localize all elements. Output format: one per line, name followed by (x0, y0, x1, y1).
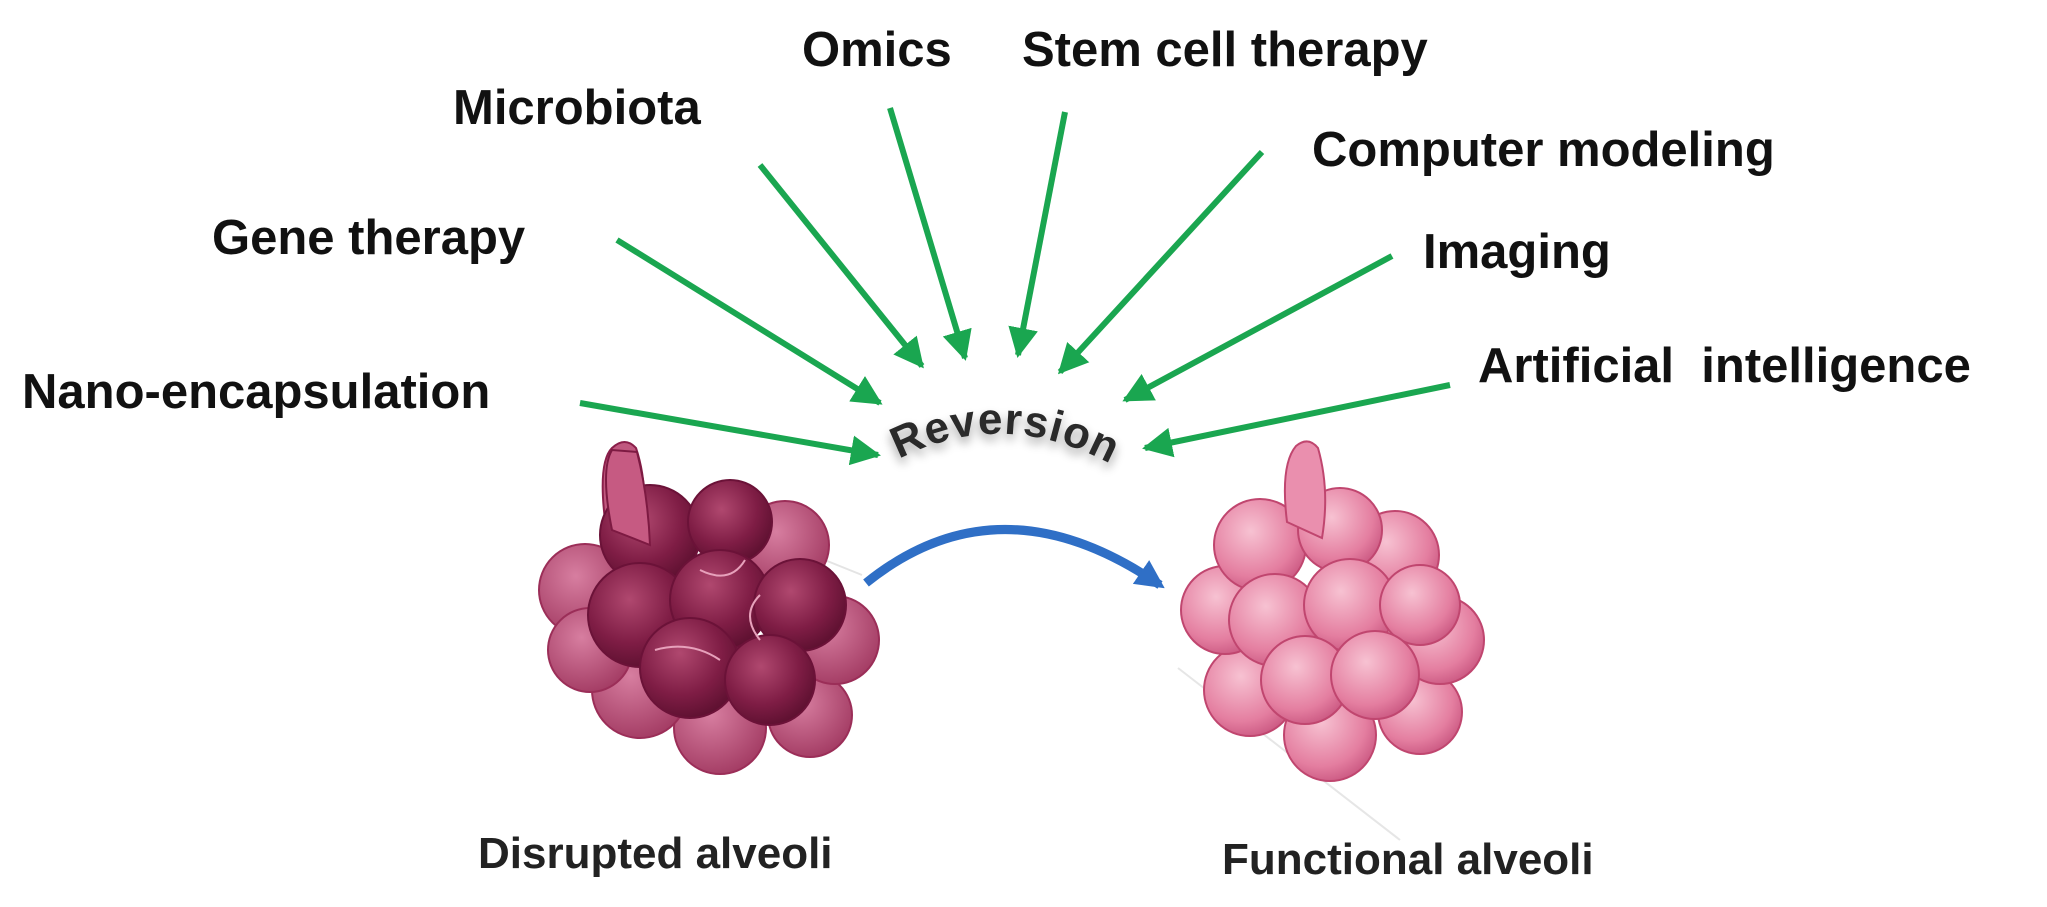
label-stem-cell-therapy: Stem cell therapy (1022, 23, 1428, 77)
arrow-stem-cell-therapy (1008, 111, 1068, 358)
arrow-omics (887, 107, 972, 361)
arrow-nano-encapsulation (579, 400, 881, 466)
label-nano-encapsulation: Nano-encapsulation (22, 365, 490, 419)
svg-text:Reversion: Reversion (883, 394, 1128, 473)
arrow-microbiota (757, 163, 925, 369)
label-omics: Omics (802, 23, 952, 77)
transition-arrow (863, 525, 1165, 589)
arrow-computer-modeling (1057, 149, 1265, 375)
reversion-word: Reversion (883, 394, 1128, 473)
label-microbiota: Microbiota (453, 81, 701, 135)
arrow-gene-therapy (615, 237, 883, 406)
label-artificial-intelligence: Artificial intelligence (1478, 339, 1971, 393)
caption-disrupted-alveoli: Disrupted alveoli (478, 829, 833, 878)
reversion-label: Reversion (883, 394, 1127, 473)
approach-arrows (579, 107, 1451, 466)
arrow-imaging (1122, 253, 1394, 403)
label-computer-modeling: Computer modeling (1312, 123, 1775, 177)
functional-alveoli-illustration (1180, 440, 1485, 782)
disrupted-alveoli-illustration (538, 441, 880, 775)
caption-functional-alveoli: Functional alveoli (1222, 835, 1594, 884)
label-gene-therapy: Gene therapy (212, 211, 525, 265)
label-imaging: Imaging (1423, 225, 1611, 279)
arrow-artificial-intelligence (1142, 382, 1451, 458)
